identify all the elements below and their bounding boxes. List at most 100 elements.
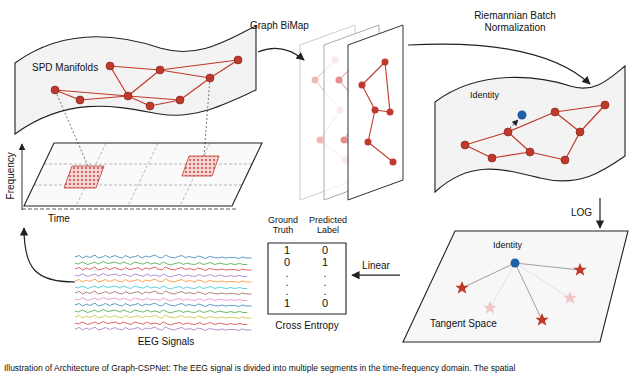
eeg-traces (75, 298, 247, 302)
time-frequency-plane: FrequencyTime (4, 138, 266, 228)
operation-label: Graph BiMap (250, 20, 309, 32)
normalized-surface (576, 128, 584, 136)
table-cell: 0 (277, 257, 297, 268)
projection-line (55, 78, 210, 166)
projection-line (55, 90, 88, 166)
time-frequency-plane (22, 209, 236, 210)
eeg-traces (75, 255, 251, 259)
spd-surface (160, 60, 238, 70)
normalized-surface (510, 120, 518, 128)
graph-stack (368, 142, 393, 162)
tangent-plane (490, 263, 515, 308)
edge-label: LOG (569, 207, 594, 219)
table-cell: . (315, 269, 335, 278)
spd-surface (80, 96, 128, 100)
eeg-traces (75, 310, 247, 314)
table-cell: 0 (315, 245, 335, 256)
time-frequency-plane (44, 164, 252, 165)
time-frequency-plane (182, 156, 219, 176)
component-label: SPD Manifolds (32, 62, 98, 74)
flow-arrow (24, 228, 75, 282)
spd-surface (15, 26, 256, 134)
tangent-plane (573, 263, 586, 276)
normalized-surface (465, 145, 492, 158)
tangent-plane (535, 313, 548, 326)
time-frequency-plane (22, 143, 262, 210)
eeg-traces (75, 279, 251, 283)
tangent-plane (563, 291, 576, 304)
spd-surface (150, 100, 180, 106)
time-frequency-plane (24, 143, 262, 206)
spd-surface (180, 78, 210, 100)
spd-surface (176, 96, 184, 104)
time-frequency-plane (64, 166, 104, 188)
graph-stack (312, 77, 319, 84)
spd-surface (146, 102, 154, 110)
flow-arrow (352, 275, 400, 276)
time-frequency-plane (64, 166, 104, 188)
normalized-surface (555, 112, 580, 132)
eeg-traces (75, 262, 247, 266)
column-header: Ground Truth (262, 215, 304, 236)
tangent-plane (490, 263, 570, 308)
normalized-surface (465, 105, 605, 160)
table-cell: 1 (277, 245, 297, 256)
normalized-surface (465, 132, 508, 145)
spd-surface (160, 70, 210, 78)
graph-stack (368, 110, 375, 142)
eeg-traces (75, 255, 251, 331)
graph-stack (362, 85, 375, 110)
operation-label: Riemannian Batch Normalization (455, 10, 575, 33)
component-label: EEG Signals (75, 336, 257, 348)
normalized-surface (555, 105, 605, 112)
table-cell: 0 (315, 298, 335, 309)
spd-surface (51, 86, 59, 94)
normalized-surface (435, 66, 625, 192)
node-outline (403, 231, 628, 342)
edge-label: Linear (360, 260, 392, 272)
table-cell: 1 (315, 257, 335, 268)
normalized-surface (518, 111, 527, 120)
cross-entropy-table: Ground TruthPredicted Label1001......10C… (262, 213, 352, 338)
node-outline (268, 243, 346, 314)
normalized-surface (551, 108, 559, 116)
normalized-surface (561, 156, 569, 164)
graph-stack (385, 62, 390, 112)
graph-stack (365, 139, 372, 146)
spd-surface (124, 92, 132, 100)
axis-label: Time (48, 213, 70, 225)
spd-surface (110, 66, 128, 96)
normalized-surface (492, 152, 530, 158)
figure-caption: Illustration of Architecture of Graph-CS… (4, 364, 636, 374)
normalized-surface (461, 101, 609, 164)
column-header: Predicted Label (304, 215, 352, 236)
spd-manifold: SPD Manifolds (10, 18, 262, 140)
normalized-surface (580, 105, 605, 132)
table-cell: 1 (277, 298, 297, 309)
projection-line (204, 78, 210, 156)
table-cell: . (277, 287, 297, 296)
spd-surface (55, 90, 128, 96)
tangent-plane (462, 263, 515, 288)
eeg-traces (75, 327, 251, 331)
spd-surface (76, 96, 84, 104)
node-outline (15, 26, 256, 134)
graph-stack (390, 159, 397, 166)
graph-stack (362, 62, 385, 85)
tangent-plane (511, 259, 520, 268)
node-outline (10, 18, 262, 140)
graph-stack (348, 25, 403, 200)
eeg-traces (75, 291, 251, 295)
normalized-surface (508, 112, 555, 132)
node-outline (430, 60, 630, 198)
spd-surface (106, 62, 114, 70)
eeg-traces (75, 286, 247, 290)
tangent-plane (515, 263, 570, 298)
graph-stack (387, 109, 394, 116)
graph-stack (372, 107, 379, 114)
graph-stack (336, 77, 343, 84)
time-frequency-plane (22, 144, 23, 210)
flow-arrow (599, 198, 600, 228)
graph-stack (300, 25, 403, 200)
graph-stack (362, 62, 393, 162)
